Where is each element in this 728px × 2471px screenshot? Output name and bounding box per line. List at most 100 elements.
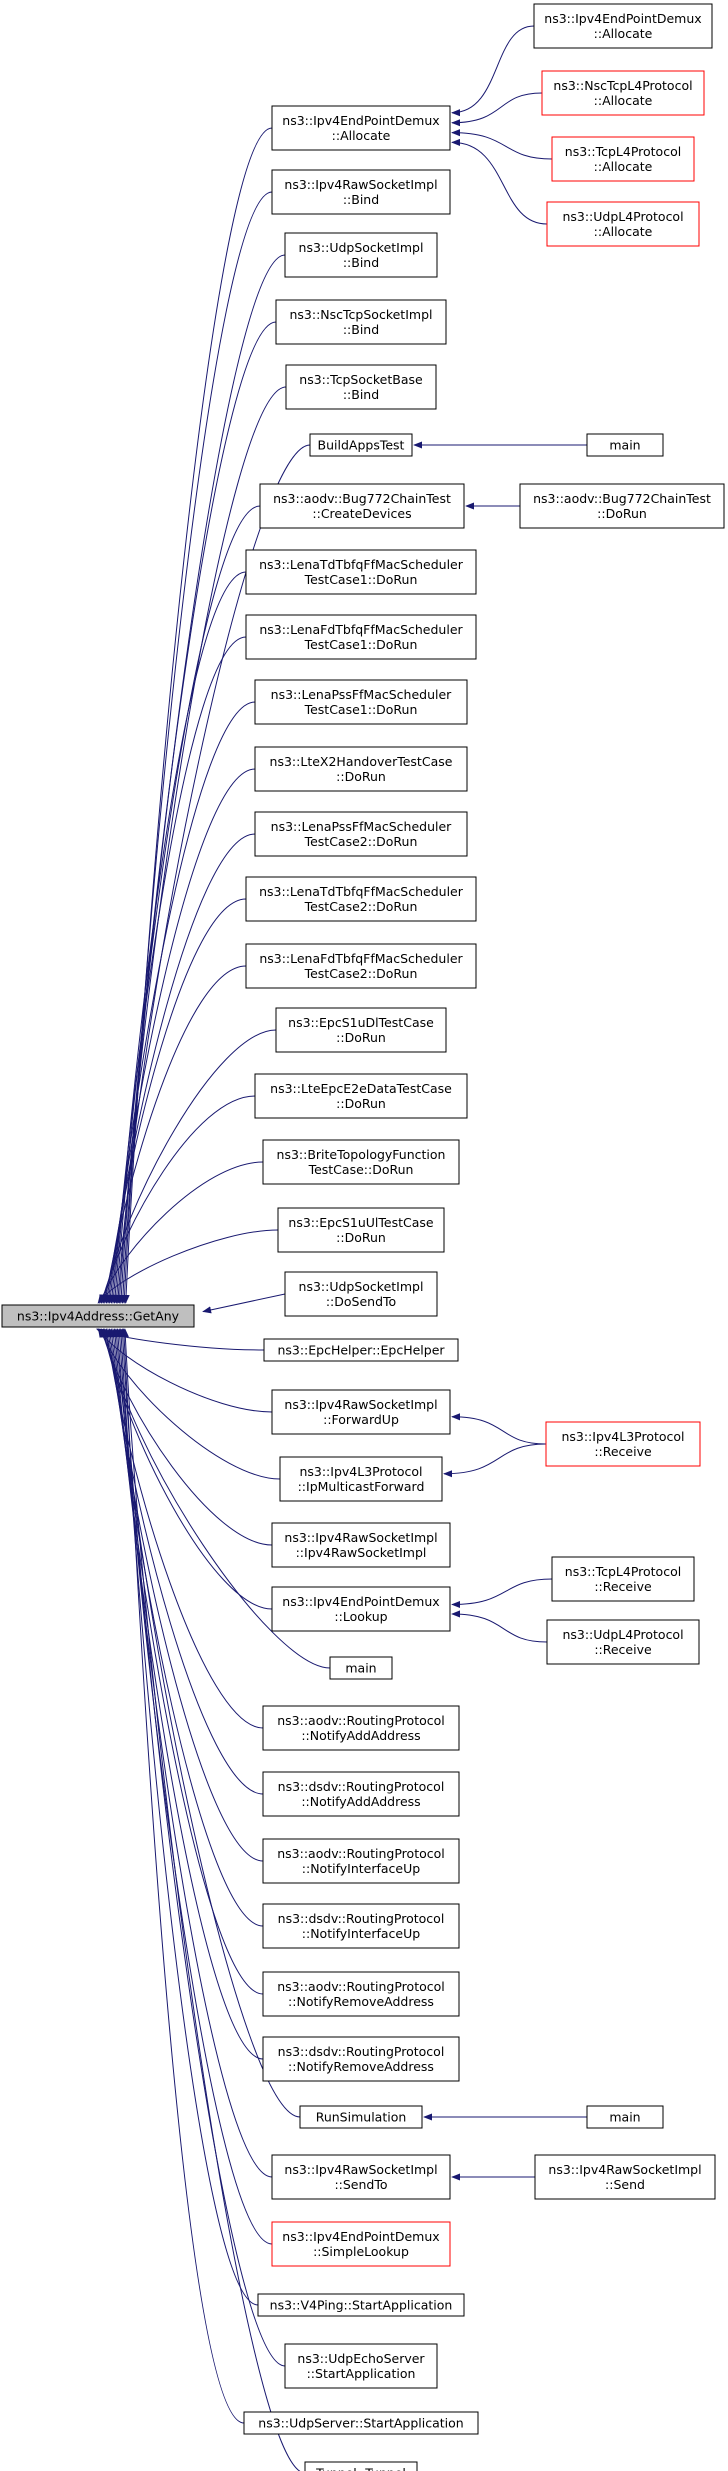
node-label: ::Lookup: [334, 1609, 387, 1624]
node-label: ::DoRun: [336, 1230, 386, 1245]
call-node-ns3-udpsocketimpl-dosendto[interactable]: ns3::UdpSocketImpl::DoSendTo: [284, 1271, 438, 1317]
call-node-ns3-lenafdtbfqffmacscheduler-testcase1-dorun[interactable]: ns3::LenaFdTbfqFfMacSchedulerTestCase1::…: [245, 614, 477, 660]
call-node-ns3-dsdv-routingprotocol-notifyaddaddress[interactable]: ns3::dsdv::RoutingProtocol::NotifyAddAdd…: [262, 1771, 460, 1817]
call-node-buildappstest[interactable]: BuildAppsTest: [309, 433, 413, 457]
node-label: ::ForwardUp: [323, 1412, 399, 1427]
call-node-ns3-ipv4rawsocketimpl-ipv4rawsocketimpl[interactable]: ns3::Ipv4RawSocketImpl::Ipv4RawSocketImp…: [271, 1522, 451, 1568]
call-node-main[interactable]: main: [329, 1656, 393, 1680]
call-node-ns3-udpl4protocol-allocate[interactable]: ns3::UdpL4Protocol::Allocate: [546, 201, 700, 247]
node-label: main: [609, 438, 640, 453]
edge-d7-to-c21: [451, 1413, 547, 1445]
node-box: [245, 614, 477, 660]
call-node-ns3-tcpl4protocol-allocate[interactable]: ns3::TcpL4Protocol::Allocate: [551, 136, 695, 182]
node-label: ns3::Ipv4EndPointDemux: [282, 113, 439, 128]
call-node-ns3-nsctcpsocketimpl-bind[interactable]: ns3::NscTcpSocketImpl::Bind: [275, 299, 447, 345]
node-box: [533, 3, 713, 49]
call-node-ns3-udpserver-startapplication[interactable]: ns3::UdpServer::StartApplication: [243, 2411, 479, 2435]
call-node-ns3-ipv4endpointdemux-simplelookup[interactable]: ns3::Ipv4EndPointDemux::SimpleLookup: [271, 2221, 451, 2267]
call-node-ns3-aodv-bug772chaintest-createdevices[interactable]: ns3::aodv::Bug772ChainTest::CreateDevice…: [259, 483, 465, 529]
call-node-ns3-ipv4endpointdemux-allocate[interactable]: ns3::Ipv4EndPointDemux::Allocate: [271, 105, 451, 151]
node-label: TestCase1::DoRun: [304, 702, 418, 717]
call-node-runsimulation[interactable]: RunSimulation: [299, 2105, 423, 2129]
node-label: ::Receive: [594, 1642, 652, 1657]
node-label: ::DoRun: [336, 1096, 386, 1111]
call-node-ns3-aodv-routingprotocol-notifyremoveaddress[interactable]: ns3::aodv::RoutingProtocol::NotifyRemove…: [262, 1971, 460, 2017]
call-node-ns3-aodv-routingprotocol-notifyaddaddress[interactable]: ns3::aodv::RoutingProtocol::NotifyAddAdd…: [262, 1705, 460, 1751]
call-node-ns3-lenapssffmacscheduler-testcase2-dorun[interactable]: ns3::LenaPssFfMacSchedulerTestCase2::DoR…: [254, 811, 468, 857]
node-box: [271, 2154, 451, 2200]
call-node-ns3-ipv4endpointdemux-allocate[interactable]: ns3::Ipv4EndPointDemux::Allocate: [533, 3, 713, 49]
call-nodes: ns3::Ipv4Address::GetAnyns3::Ipv4EndPoin…: [1, 3, 725, 2471]
node-label: ns3::Ipv4RawSocketImpl: [284, 2162, 437, 2177]
call-node-ns3-aodv-routingprotocol-notifyinterfaceup[interactable]: ns3::aodv::RoutingProtocol::NotifyInterf…: [262, 1838, 460, 1884]
call-node-ns3-dsdv-routingprotocol-notifyinterfaceup[interactable]: ns3::dsdv::RoutingProtocol::NotifyInterf…: [262, 1903, 460, 1949]
node-label: ::CreateDevices: [312, 506, 411, 521]
edge-c14-to-root: [102, 965, 247, 1304]
call-node-ns3-tcpsocketbase-bind[interactable]: ns3::TcpSocketBase::Bind: [285, 364, 437, 410]
node-label: main: [345, 1661, 376, 1676]
node-label: ns3::LenaPssFfMacScheduler: [271, 687, 453, 702]
call-node-ns3-dsdv-routingprotocol-notifyremoveaddress[interactable]: ns3::dsdv::RoutingProtocol::NotifyRemove…: [262, 2036, 460, 2082]
node-label: ns3::Ipv4RawSocketImpl: [548, 2162, 701, 2177]
node-label: ::Receive: [594, 1444, 652, 1459]
node-label: TestCase1::DoRun: [304, 637, 418, 652]
node-box: [245, 876, 477, 922]
edge-d2-to-c1: [451, 92, 543, 127]
edge-c13-to-root: [103, 898, 247, 1304]
call-node-ns3-lenatdtbfqffmacscheduler-testcase1-dorun[interactable]: ns3::LenaTdTbfqFfMacSchedulerTestCase1::…: [245, 549, 477, 595]
node-label: ::IpMulticastForward: [298, 1479, 425, 1494]
node-label: ns3::Ipv4EndPointDemux: [544, 11, 701, 26]
call-node-ns3-britetopologyfunction-testcase-dorun[interactable]: ns3::BriteTopologyFunctionTestCase::DoRu…: [262, 1139, 460, 1185]
call-node-ns3-ipv4rawsocketimpl-send[interactable]: ns3::Ipv4RawSocketImpl::Send: [534, 2154, 716, 2200]
node-box: [254, 1073, 468, 1119]
node-label: ns3::UdpServer::StartApplication: [258, 2416, 463, 2431]
call-node-ns3-udpechoserver-startapplication[interactable]: ns3::UdpEchoServer::StartApplication: [284, 2343, 438, 2389]
call-node-ns3-tcpl4protocol-receive[interactable]: ns3::TcpL4Protocol::Receive: [551, 1556, 695, 1602]
call-node-ns3-lenafdtbfqffmacscheduler-testcase2-dorun[interactable]: ns3::LenaFdTbfqFfMacSchedulerTestCase2::…: [245, 943, 477, 989]
node-box: [262, 1771, 460, 1817]
root-node-ns3-ipv4address-getany[interactable]: ns3::Ipv4Address::GetAny: [1, 1304, 195, 1328]
edge-d7-to-c22: [443, 1443, 547, 1478]
call-node-ns3-epchelper-epchelper[interactable]: ns3::EpcHelper::EpcHelper: [263, 1338, 459, 1362]
node-label: ::Receive: [594, 1579, 652, 1594]
edge-d8-to-c24: [451, 1578, 553, 1609]
node-label: BuildAppsTest: [318, 438, 405, 453]
node-label: ::Bind: [343, 322, 379, 337]
call-node-ns3-epcs1udltestcase-dorun[interactable]: ns3::EpcS1uDlTestCase::DoRun: [275, 1007, 447, 1053]
edge-c27-to-root: [105, 1328, 264, 1795]
node-label: ::Allocate: [594, 93, 653, 108]
node-box: [275, 299, 447, 345]
call-node-ns3-ipv4rawsocketimpl-forwardup[interactable]: ns3::Ipv4RawSocketImpl::ForwardUp: [271, 1389, 451, 1435]
call-node-ns3-nsctcpl4protocol-allocate[interactable]: ns3::NscTcpL4Protocol::Allocate: [541, 70, 705, 116]
call-node-ns3-lenapssffmacscheduler-testcase1-dorun[interactable]: ns3::LenaPssFfMacSchedulerTestCase1::DoR…: [254, 679, 468, 725]
call-node-main[interactable]: main: [586, 433, 664, 457]
edge-c4-to-root: [117, 321, 277, 1304]
call-node-ns3-epcs1uultestcase-dorun[interactable]: ns3::EpcS1uUlTestCase::DoRun: [277, 1207, 445, 1253]
node-label: ns3::aodv::RoutingProtocol: [277, 1846, 445, 1861]
node-label: ::Bind: [343, 387, 379, 402]
node-label: Tunnel::Tunnel: [315, 2466, 406, 2471]
node-label: ::NotifyAddAddress: [301, 1728, 420, 1743]
call-node-ns3-lenatdtbfqffmacscheduler-testcase2-dorun[interactable]: ns3::LenaTdTbfqFfMacSchedulerTestCase2::…: [245, 876, 477, 922]
call-node-ns3-ltex2handovertestcase-dorun[interactable]: ns3::LteX2HandoverTestCase::DoRun: [254, 746, 468, 792]
call-node-tunnel-tunnel[interactable]: Tunnel::Tunnel: [304, 2461, 418, 2471]
call-node-ns3-ipv4endpointdemux-lookup[interactable]: ns3::Ipv4EndPointDemux::Lookup: [271, 1586, 451, 1632]
call-node-ns3-ipv4l3protocol-receive[interactable]: ns3::Ipv4L3Protocol::Receive: [545, 1421, 701, 1467]
call-node-main[interactable]: main: [586, 2105, 664, 2129]
call-node-ns3-ipv4rawsocketimpl-sendto[interactable]: ns3::Ipv4RawSocketImpl::SendTo: [271, 2154, 451, 2200]
call-node-ns3-lteepce2edatatestcase-dorun[interactable]: ns3::LteEpcE2eDataTestCase::DoRun: [254, 1073, 468, 1119]
node-box: [1, 1304, 195, 1328]
node-label: ns3::EpcS1uUlTestCase: [288, 1215, 433, 1230]
node-label: ::SendTo: [334, 2177, 387, 2192]
call-node-ns3-v4ping-startapplication[interactable]: ns3::V4Ping::StartApplication: [257, 2293, 465, 2317]
call-node-ns3-ipv4rawsocketimpl-bind[interactable]: ns3::Ipv4RawSocketImpl::Bind: [271, 169, 451, 215]
node-box: [259, 483, 465, 529]
node-box: [285, 364, 437, 410]
node-box: [277, 1207, 445, 1253]
node-label: ::Ipv4RawSocketImpl: [296, 1545, 427, 1560]
call-node-ns3-udpsocketimpl-bind[interactable]: ns3::UdpSocketImpl::Bind: [284, 232, 438, 278]
edge-c37-to-root: [120, 1328, 245, 2424]
call-node-ns3-ipv4l3protocol-ipmulticastforward[interactable]: ns3::Ipv4L3Protocol::IpMulticastForward: [279, 1456, 443, 1502]
call-node-ns3-aodv-bug772chaintest-dorun[interactable]: ns3::aodv::Bug772ChainTest::DoRun: [519, 483, 725, 529]
call-node-ns3-udpl4protocol-receive[interactable]: ns3::UdpL4Protocol::Receive: [546, 1619, 700, 1665]
